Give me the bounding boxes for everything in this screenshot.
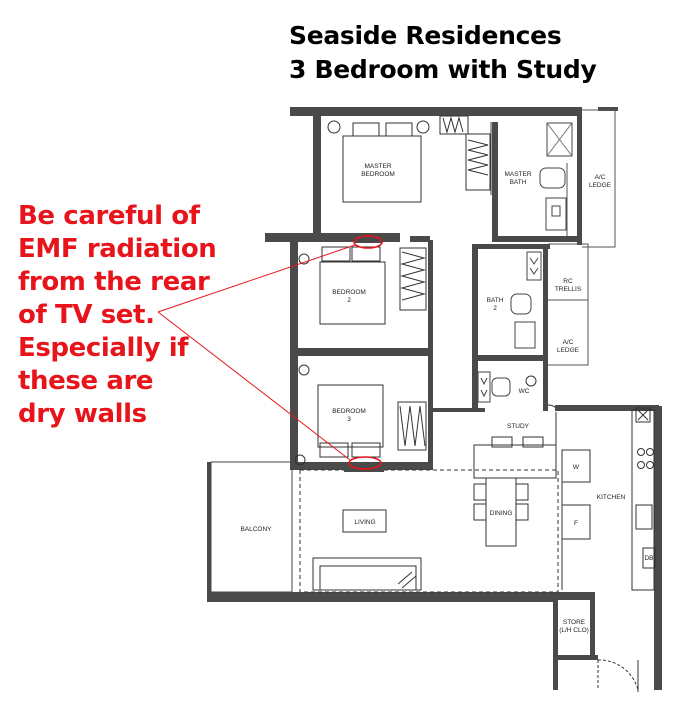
plan-title: Seaside Residences xyxy=(289,21,562,50)
svg-text:BEDROOM: BEDROOM xyxy=(332,408,366,415)
room-label: STORE xyxy=(563,619,586,626)
warning-line: Be careful of xyxy=(18,201,200,231)
room-label: 2 xyxy=(493,305,497,312)
pointer-lines xyxy=(157,244,356,461)
svg-text:BATH: BATH xyxy=(487,297,504,304)
room-label: BATH xyxy=(510,179,527,186)
room-label: BALCONY xyxy=(240,526,272,533)
plan-subtitle: 3 Bedroom with Study xyxy=(289,55,597,84)
svg-text:2: 2 xyxy=(347,297,351,304)
room-label: BEDROOM xyxy=(332,289,366,296)
room-label: BATH xyxy=(487,297,504,304)
room-label: 2 xyxy=(347,297,351,304)
warning-line: from the rear xyxy=(18,267,210,297)
room-labels: MASTER BEDROOM MASTER BATH A/C LEDGE BED… xyxy=(240,163,653,634)
room-label: LEDGE xyxy=(589,182,612,189)
room-label: STUDY xyxy=(507,423,530,430)
room-label: TRELLIS xyxy=(555,286,582,293)
room-label: BEDROOM xyxy=(361,171,395,178)
room-label: (L/H CLO) xyxy=(559,627,589,634)
room-label: A/C xyxy=(563,339,574,346)
svg-text:BATH: BATH xyxy=(510,179,527,186)
room-label: A/C xyxy=(595,174,606,181)
svg-text:BEDROOM: BEDROOM xyxy=(332,289,366,296)
svg-text:LEDGE: LEDGE xyxy=(589,182,612,189)
svg-text:A/C: A/C xyxy=(563,339,574,346)
room-label: F xyxy=(574,520,578,527)
svg-text:TRELLIS: TRELLIS xyxy=(555,286,582,293)
warning-line: dry walls xyxy=(18,399,147,429)
room-label: KITCHEN xyxy=(597,494,626,501)
svg-text:2: 2 xyxy=(493,305,497,312)
warning-line: EMF radiation xyxy=(18,234,217,264)
tv-highlight-bedroom3 xyxy=(348,456,382,470)
room-label: DINING xyxy=(490,510,513,517)
room-label: DB xyxy=(644,555,653,562)
warning-line: Especially if xyxy=(18,333,189,363)
tv-highlight-bedroom2 xyxy=(353,235,383,249)
exterior-walls xyxy=(207,107,662,690)
svg-text:A/C: A/C xyxy=(595,174,606,181)
svg-text:BEDROOM: BEDROOM xyxy=(361,171,395,178)
svg-text:3: 3 xyxy=(347,416,351,423)
room-label: LEDGE xyxy=(557,347,580,354)
room-label: BEDROOM xyxy=(332,408,366,415)
room-label: LIVING xyxy=(354,519,375,526)
warning-line: these are xyxy=(18,366,154,396)
room-label: MASTER xyxy=(504,171,531,178)
svg-text:RC: RC xyxy=(563,278,573,285)
svg-text:MASTER: MASTER xyxy=(364,163,391,170)
warning-line: of TV set. xyxy=(18,300,155,330)
svg-text:MASTER: MASTER xyxy=(504,171,531,178)
emf-callout xyxy=(157,235,383,470)
room-label: WC xyxy=(519,388,530,395)
room-label: RC xyxy=(563,278,573,285)
room-label: MASTER xyxy=(364,163,391,170)
room-label: 3 xyxy=(347,416,351,423)
room-label: W xyxy=(573,464,580,471)
svg-text:(L/H CLO): (L/H CLO) xyxy=(559,627,589,634)
svg-text:LEDGE: LEDGE xyxy=(557,347,580,354)
svg-text:STORE: STORE xyxy=(563,619,586,626)
